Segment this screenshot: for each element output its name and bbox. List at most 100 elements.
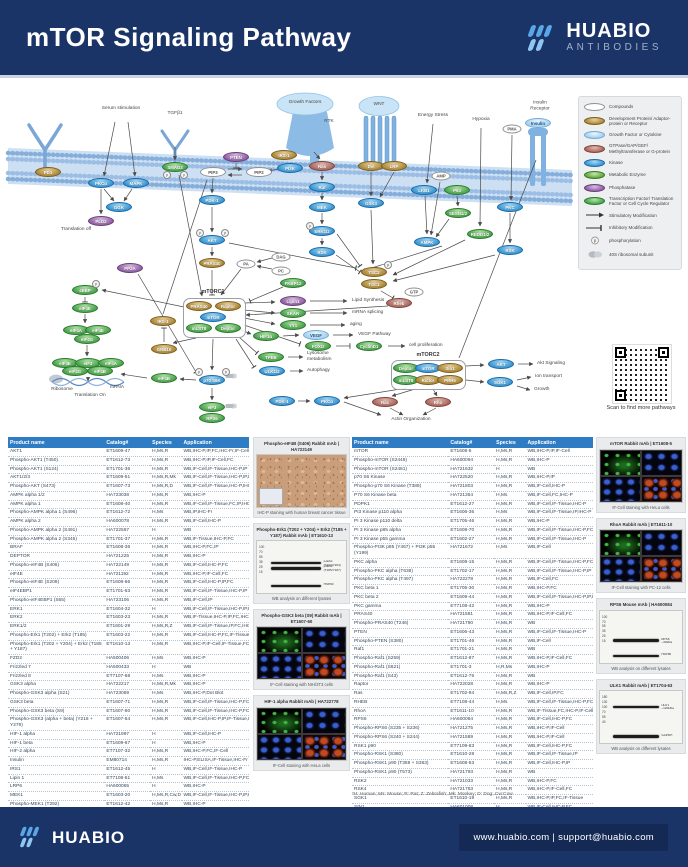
diagram-label: RTK bbox=[324, 119, 334, 125]
product-panel: Phospho-Erk1 (T202 + Y204) + Erk2 (T185 … bbox=[253, 523, 350, 605]
node-pkc-: PKCα bbox=[314, 396, 340, 406]
catalog-number: ET7107-32 bbox=[104, 747, 151, 757]
application: WB,IF-Cell,IHC-P bbox=[525, 482, 593, 492]
panel-column-middle: Phospho-eIF4B (S406) Rabbit mAb | HA7221… bbox=[253, 437, 350, 771]
edge bbox=[210, 338, 215, 371]
catalog-number: ET1612-87 bbox=[448, 654, 495, 664]
footer-contact: www.huabio.com | support@huabio.com bbox=[459, 823, 668, 851]
if-quadrant bbox=[600, 475, 641, 502]
node-vegf: VEGF bbox=[303, 330, 329, 340]
species: H,Ms,R bbox=[494, 680, 526, 690]
catalog-number: ET1612-73 bbox=[104, 456, 151, 466]
insulin-receptor-icon bbox=[528, 128, 548, 186]
species: H,Ms,R bbox=[494, 768, 526, 778]
complex-box-mtorc1 bbox=[183, 298, 246, 338]
species: H,Ms,R bbox=[150, 698, 182, 708]
legend-item-label: Phosphatase bbox=[609, 184, 636, 190]
diagram-label: Ribosome bbox=[51, 387, 73, 393]
catalog-number: ET1608-40 bbox=[104, 500, 151, 510]
application: WB,IHC-P bbox=[181, 672, 249, 682]
wb-band bbox=[613, 705, 660, 709]
panel-title: ULK1 Rabbit mAb | ET1704-63 bbox=[609, 682, 673, 688]
product-name: Phospho-mTOR (S2481) bbox=[352, 465, 449, 475]
catalog-number: ET1609-47 bbox=[104, 448, 151, 457]
application: WB,IF-Cell,IHC-P,IP,FC bbox=[181, 578, 249, 588]
if-image bbox=[599, 529, 683, 584]
species: H,Ms bbox=[494, 491, 526, 501]
panel-caption: WB analysis on different lysates bbox=[271, 596, 332, 602]
edge bbox=[429, 181, 441, 236]
catalog-number: HA721997 bbox=[104, 730, 151, 740]
column-header: Catalog# bbox=[104, 437, 151, 448]
node-pten: PTEN bbox=[223, 152, 249, 162]
catalog-number: ET1609-51 bbox=[104, 473, 151, 483]
gtpase-swatch bbox=[584, 144, 605, 153]
species: H,Ms,R bbox=[494, 724, 526, 734]
species: H bbox=[150, 605, 182, 615]
edge bbox=[245, 305, 389, 317]
legend-item: Development Protein/ Adaptor-protein or … bbox=[584, 116, 676, 127]
edge bbox=[256, 264, 273, 270]
edge bbox=[424, 195, 429, 235]
if-quadrant bbox=[301, 653, 346, 680]
legend-item-label: Growth Factor or Cytokine bbox=[609, 132, 662, 138]
application: WB,IHC-P bbox=[525, 456, 593, 466]
product-name: RSK2 bbox=[352, 777, 449, 787]
species: H,Ms,R bbox=[494, 610, 526, 620]
catalog-number: HA722567 bbox=[104, 526, 151, 536]
node-insulin: Insulin bbox=[525, 118, 551, 128]
product-name: PI 3 Kinase p55 gamma bbox=[352, 535, 449, 545]
species: H,Ms,R bbox=[494, 759, 526, 769]
species: H,Ms,R,Mk bbox=[150, 473, 182, 483]
panel-title: Phospho-eIF4B (S406) Rabbit mAb | HA7221… bbox=[264, 441, 339, 452]
species: H,Ms,R bbox=[494, 526, 526, 536]
qr-caption: Scan to find more pathways bbox=[606, 405, 676, 411]
species: H bbox=[150, 765, 182, 775]
product-name: RSK4 bbox=[352, 785, 449, 795]
catalog-number: ET1607-71 bbox=[104, 698, 151, 708]
application: WB,IF-Cell,IHC-P,IP bbox=[525, 759, 593, 769]
product-name: Phospho-GSK3 alpha (S21) bbox=[8, 689, 105, 699]
node-mtor: mTOR bbox=[415, 363, 441, 373]
catalog-number: HA721275 bbox=[448, 724, 495, 734]
catalog-number: ET1612-72 bbox=[104, 508, 151, 518]
catalog-number: HA721672 bbox=[448, 543, 495, 559]
if-quadrant bbox=[600, 556, 641, 583]
edge bbox=[137, 273, 199, 374]
species: H,Ms bbox=[150, 672, 182, 682]
catalog-number: ET1611-10 bbox=[448, 707, 495, 717]
species: H,Ms,R bbox=[150, 535, 182, 545]
legend-symbol: 40S ribosomal subunit bbox=[584, 250, 676, 259]
species: H,Ms,R bbox=[150, 517, 182, 527]
if-image bbox=[599, 448, 683, 503]
node-pd1: PD1 bbox=[35, 167, 61, 177]
species: H,Ms,R bbox=[150, 613, 182, 623]
node-eif4a: eIF4A bbox=[63, 325, 89, 335]
diagram-label: Lysosome bbox=[307, 351, 329, 357]
wb-band bbox=[271, 584, 322, 588]
node-skar: SKAR bbox=[280, 308, 306, 318]
qr-finder-icon bbox=[615, 390, 626, 401]
application: WB bbox=[525, 619, 593, 629]
tgfb-receptor-icon bbox=[160, 129, 190, 164]
species: H,Ms,R bbox=[150, 570, 182, 580]
species: H,Ms,R bbox=[150, 707, 182, 717]
species: H bbox=[150, 782, 182, 792]
legend-item: Transcription Factor/ Translation Factor… bbox=[584, 196, 676, 207]
